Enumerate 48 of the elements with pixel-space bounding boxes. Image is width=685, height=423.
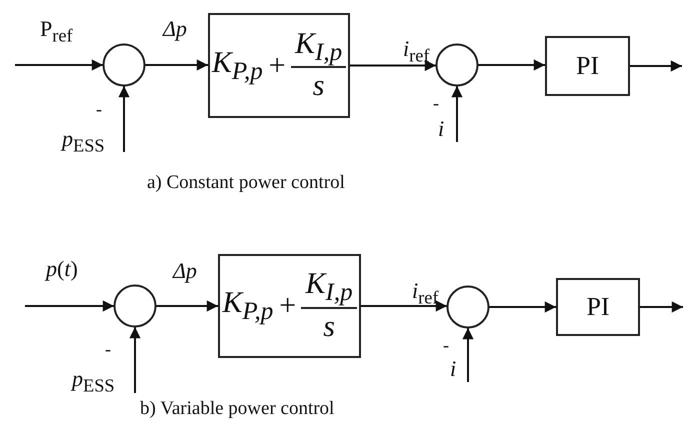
block-label: PI [586, 292, 610, 322]
signal-label: Δp [163, 18, 187, 40]
sign-label: - [96, 100, 102, 118]
sign-label: - [443, 336, 449, 354]
signal-label: p$_{ESS}$ [62, 128, 105, 155]
signal-arrow [640, 301, 683, 313]
denominator: s [312, 68, 324, 104]
signal-arrow [478, 59, 545, 71]
pi-controller-block [556, 278, 640, 336]
subfigure-caption: b) Variable power control [140, 398, 334, 420]
numerator: K$_{I,p}$ [301, 267, 357, 309]
signal-arrow [25, 300, 114, 312]
signal-label: P$_{ref}$ [40, 18, 73, 45]
signal-label: p(t) [46, 258, 78, 280]
signal-label: i$_{ref}$ [403, 38, 430, 65]
gain-term: K$_{P,p}$ [212, 46, 263, 86]
signal-arrow [129, 327, 141, 393]
denominator: s [323, 308, 335, 345]
transfer-function-block [208, 13, 350, 118]
signal-arrow [145, 59, 208, 71]
summing-junction [102, 43, 146, 87]
signal-arrow [451, 86, 463, 142]
subfigure-caption: a) Constant power control [147, 172, 345, 194]
numerator: K$_{I,p}$ [290, 26, 346, 68]
summing-junction [446, 285, 490, 329]
sign-label: - [105, 340, 111, 358]
signal-label: i [438, 118, 444, 140]
signal-arrow [361, 300, 447, 312]
plus-sign: + [266, 48, 287, 82]
signal-label: p$_{ESS}$ [72, 368, 115, 395]
signal-arrow [15, 59, 103, 71]
gain-term: K$_{P,p}$ [222, 286, 274, 326]
signal-arrow [630, 60, 682, 72]
block-label: PI [576, 51, 600, 81]
signal-label: Δp [173, 260, 197, 282]
summing-junction [113, 284, 157, 328]
signal-label: i [450, 358, 456, 380]
summing-junction [435, 43, 479, 87]
transfer-function-block [218, 254, 361, 358]
signal-arrow [462, 328, 474, 382]
sign-label: - [433, 94, 439, 112]
signal-label: i$_{ref}$ [412, 280, 438, 307]
signal-arrow [350, 60, 436, 72]
signal-arrow [489, 301, 556, 313]
signal-arrow [118, 86, 130, 152]
signal-arrow [156, 300, 218, 312]
pi-controller-block [545, 36, 630, 96]
plus-sign: + [277, 289, 298, 323]
